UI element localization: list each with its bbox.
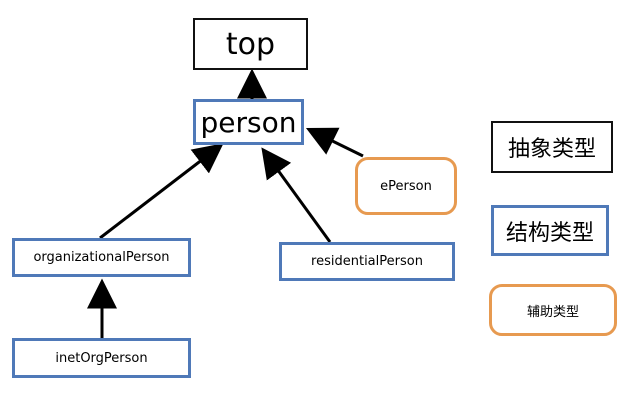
arrow-residential-to-person [261, 147, 332, 243]
node-residential-person: residentialPerson [279, 242, 455, 281]
legend-auxiliary-type: 辅助类型 [489, 284, 617, 336]
node-top: top [193, 18, 308, 70]
legend-structural-type: 结构类型 [491, 205, 609, 256]
arrow-eperson-to-person [305, 127, 364, 158]
node-inet-org-person: inetOrgPerson [12, 338, 191, 378]
node-eperson: ePerson [355, 157, 457, 215]
node-organizational-person: organizationalPerson [12, 238, 191, 277]
node-person: person [193, 99, 304, 145]
legend-abstract-type: 抽象类型 [491, 121, 613, 173]
arrow-organizational-to-person [99, 143, 224, 240]
